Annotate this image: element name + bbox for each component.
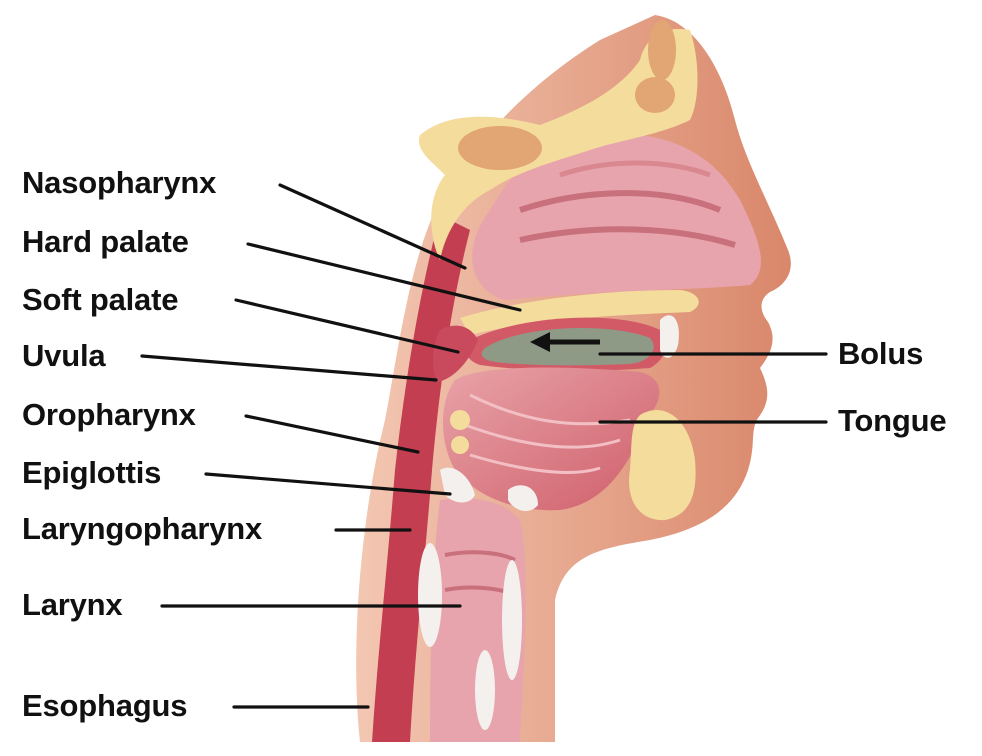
leader-uvula	[140, 354, 438, 382]
nasal-cavity	[472, 134, 761, 300]
leader-soft-palate	[234, 298, 460, 354]
hard-palate-bone	[460, 290, 699, 335]
label-hard-palate: Hard palate	[22, 224, 189, 259]
label-tongue: Tongue	[838, 403, 947, 438]
label-uvula: Uvula	[22, 338, 106, 373]
label-esophagus: Esophagus	[22, 688, 188, 723]
label-nasopharynx: Nasopharynx	[22, 165, 217, 200]
label-larynx: Larynx	[22, 587, 123, 622]
leader-epiglottis	[204, 472, 452, 496]
leader-hard-palate	[246, 242, 522, 312]
soft-palate-tissue	[432, 325, 478, 382]
skull-bone	[419, 29, 698, 260]
label-oropharynx: Oropharynx	[22, 397, 196, 432]
tongue-muscle	[442, 367, 660, 511]
label-laryngopharynx: Laryngopharynx	[22, 511, 263, 546]
mandible-bone	[629, 410, 696, 521]
label-epiglottis: Epiglottis	[22, 455, 162, 490]
bolus-mass	[481, 327, 654, 366]
leader-nasopharynx	[278, 183, 467, 270]
label-bolus: Bolus	[838, 336, 924, 371]
label-soft-palate: Soft palate	[22, 282, 179, 317]
leader-oropharynx	[244, 414, 420, 454]
larynx-tissue	[430, 498, 526, 742]
lip	[660, 315, 679, 358]
